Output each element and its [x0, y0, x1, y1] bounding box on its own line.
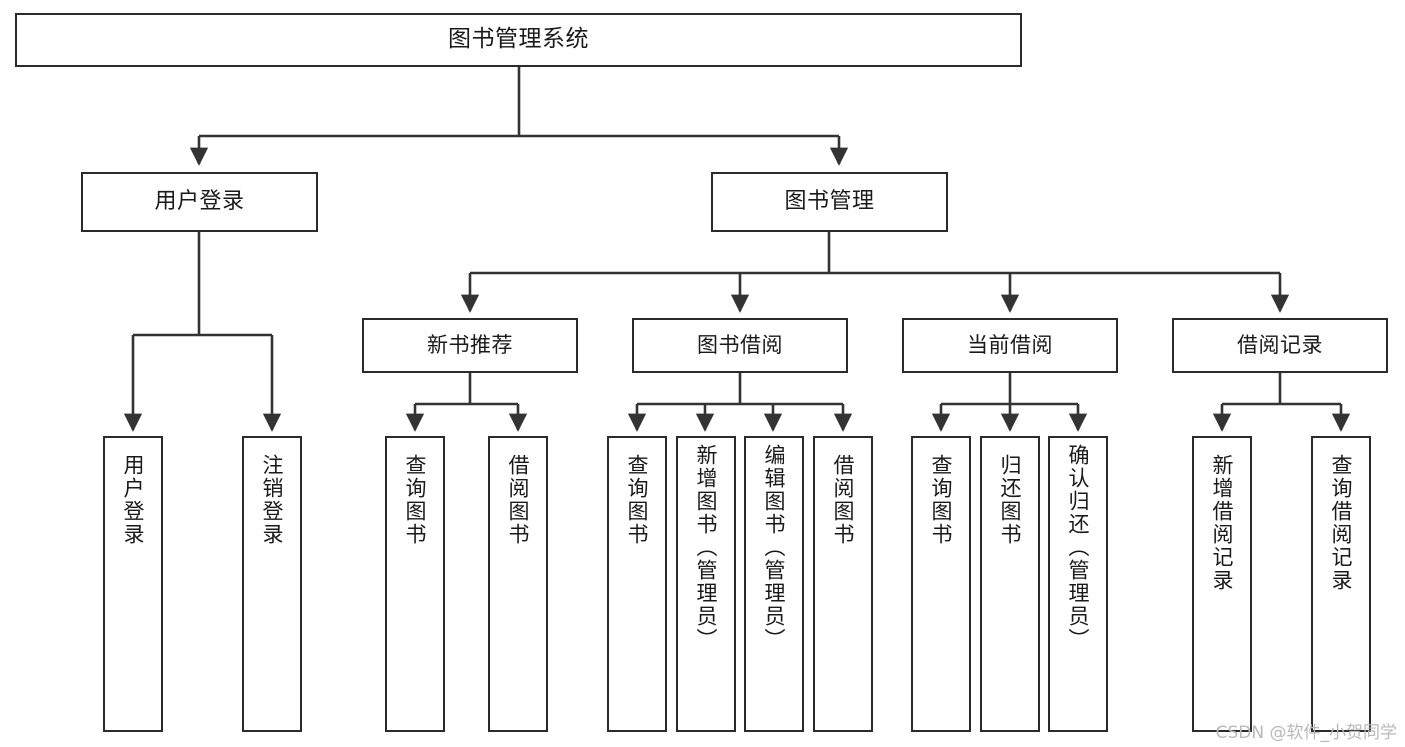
- leaf-query-borrow-record[interactable]: 查询借阅记录: [1311, 436, 1371, 732]
- node-label: 借阅记录: [1237, 332, 1323, 357]
- node-label: 归还图书: [998, 454, 1023, 546]
- leaf-user-login[interactable]: 用户登录: [103, 436, 163, 732]
- node-label: 新增借阅记录: [1210, 454, 1235, 592]
- node-book-borrow[interactable]: 图书借阅: [632, 318, 848, 373]
- node-label: 借阅图书: [506, 454, 531, 546]
- leaf-borrow-book[interactable]: 借阅图书: [813, 436, 873, 732]
- node-new-book-recommend[interactable]: 新书推荐: [362, 318, 578, 373]
- node-label: 用户登录: [154, 188, 245, 214]
- node-current-borrow[interactable]: 当前借阅: [902, 318, 1118, 373]
- leaf-query-book-borrow[interactable]: 查询图书: [607, 436, 667, 732]
- node-label: 当前借阅: [967, 332, 1053, 357]
- node-label: 注销登录: [260, 454, 285, 546]
- node-label: 图书借阅: [697, 332, 783, 357]
- leaf-logout[interactable]: 注销登录: [242, 436, 302, 732]
- node-label: 新增图书（管理员）: [694, 444, 719, 651]
- leaf-query-book-current[interactable]: 查询图书: [911, 436, 971, 732]
- node-label: 查询图书: [929, 454, 954, 546]
- node-label: 查询借阅记录: [1329, 454, 1354, 592]
- node-label: 查询图书: [403, 454, 428, 546]
- node-book-management[interactable]: 图书管理: [711, 172, 948, 232]
- leaf-add-book-admin[interactable]: 新增图书（管理员）: [676, 436, 736, 732]
- node-label: 用户登录: [121, 454, 146, 546]
- node-label: 编辑图书（管理员）: [762, 444, 787, 651]
- node-label: 图书管理系统: [448, 26, 589, 53]
- node-root-system[interactable]: 图书管理系统: [15, 13, 1022, 67]
- node-label: 图书管理: [784, 188, 875, 214]
- node-label: 借阅图书: [831, 454, 856, 546]
- leaf-confirm-return-admin[interactable]: 确认归还（管理员）: [1048, 436, 1108, 732]
- leaf-return-book[interactable]: 归还图书: [980, 436, 1040, 732]
- leaf-add-borrow-record[interactable]: 新增借阅记录: [1192, 436, 1252, 732]
- leaf-edit-book-admin[interactable]: 编辑图书（管理员）: [744, 436, 804, 732]
- node-label: 查询图书: [625, 454, 650, 546]
- node-label: 确认归还（管理员）: [1066, 444, 1091, 651]
- node-borrow-records[interactable]: 借阅记录: [1172, 318, 1388, 373]
- leaf-query-book-recommend[interactable]: 查询图书: [385, 436, 445, 732]
- leaf-borrow-book-recommend[interactable]: 借阅图书: [488, 436, 548, 732]
- node-label: 新书推荐: [427, 332, 513, 357]
- watermark-text: CSDN @软件_小贺同学: [1215, 723, 1397, 743]
- node-user-login[interactable]: 用户登录: [81, 172, 318, 232]
